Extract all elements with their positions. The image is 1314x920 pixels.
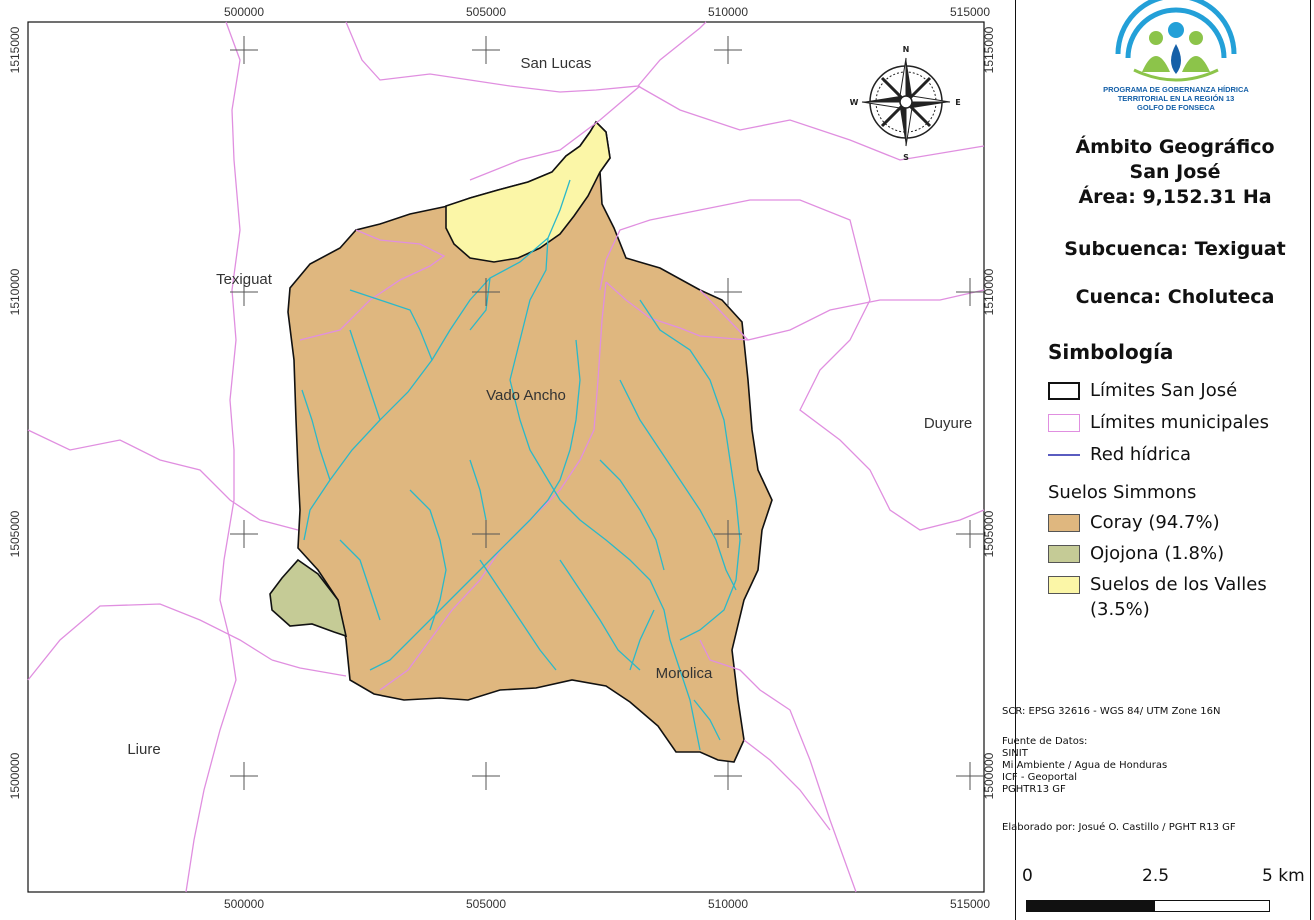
- place-label: San Lucas: [521, 55, 592, 72]
- suelos-title: Suelos Simmons: [1048, 482, 1197, 503]
- x-tick-bottom: 500000: [224, 897, 264, 911]
- area-label: Área: 9,152.31 Ha: [1078, 186, 1272, 208]
- compass-n: N: [903, 45, 910, 54]
- legend-item-valles: Suelos de los Valles: [1048, 574, 1267, 595]
- swatch-ojojona: [1048, 544, 1080, 563]
- scale-label-0: 0: [1022, 866, 1033, 886]
- y-tick-left: 1510000: [8, 268, 22, 315]
- logo-text: PROGRAMA DE GOBERNANZA HÍDRICA: [1103, 85, 1249, 94]
- legend-item-rivers: Red hídrica: [1048, 444, 1191, 465]
- legend-label: Ojojona (1.8%): [1090, 543, 1225, 564]
- scale-label-mid: 2.5: [1142, 866, 1170, 886]
- graticule-crosses: [230, 36, 984, 790]
- subcuenca-label: Subcuenca: Texiguat: [1064, 238, 1286, 260]
- logo-text: TERRITORIAL EN LA REGIÓN 13: [1118, 94, 1235, 103]
- fuente-item: ICF - Geoportal: [1002, 772, 1078, 783]
- x-tick-top: 505000: [466, 5, 506, 19]
- y-tick-right: 1505000: [982, 510, 996, 557]
- swatch-boundary: [1048, 381, 1080, 400]
- legend-item-ojojona: Ojojona (1.8%): [1048, 543, 1224, 564]
- legend-panel: PROGRAMA DE GOBERNANZA HÍDRICA TERRITORI…: [1002, 0, 1310, 919]
- author-text: Elaborado por: Josué O. Castillo / PGHT …: [1002, 822, 1236, 833]
- place-label: Duyure: [924, 415, 972, 432]
- y-tick-right: 1510000: [982, 268, 996, 315]
- y-tick-right: 1515000: [982, 26, 996, 73]
- scale-bar: [1026, 900, 1270, 912]
- y-tick-left: 1505000: [8, 510, 22, 557]
- x-tick-bottom: 505000: [466, 897, 506, 911]
- panel-border: [1015, 0, 1016, 920]
- cuenca-label: Cuenca: Choluteca: [1075, 286, 1275, 308]
- x-tick-bottom: 510000: [708, 897, 748, 911]
- map-subtitle: San José: [1129, 161, 1221, 183]
- swatch-river: [1048, 453, 1080, 456]
- x-tick-top: 515000: [950, 5, 990, 19]
- map-title: Ámbito Geográfico: [1075, 136, 1275, 158]
- x-tick-bottom: 515000: [950, 897, 990, 911]
- compass-w: W: [850, 98, 859, 107]
- fuente-item: Mi Ambiente / Agua de Honduras: [1002, 760, 1168, 771]
- place-label: Vado Ancho: [486, 387, 566, 404]
- program-logo-icon: PROGRAMA DE GOBERNANZA HÍDRICA TERRITORI…: [1103, 0, 1249, 112]
- swatch-municipal: [1048, 413, 1080, 432]
- x-tick-top: 500000: [224, 5, 264, 19]
- ojojona-soil-area: [269, 558, 348, 638]
- place-label: Liure: [127, 741, 160, 758]
- compass-s: S: [903, 153, 909, 162]
- legend-label: Red hídrica: [1090, 444, 1192, 465]
- place-label: Texiguat: [216, 271, 273, 288]
- legend-title: Simbología: [1048, 340, 1174, 364]
- legend-label: Límites municipales: [1090, 412, 1269, 433]
- fuente-item: PGHTR13 GF: [1002, 784, 1066, 795]
- valles-soil-area: [445, 120, 611, 263]
- coray-soil-area: [287, 120, 773, 763]
- crs-text: SCR: EPSG 32616 - WGS 84/ UTM Zone 16N: [1002, 706, 1221, 717]
- y-tick-right: 1500000: [982, 752, 996, 799]
- legend-label: Límites San José: [1090, 380, 1238, 401]
- swatch-valles: [1048, 575, 1080, 594]
- x-tick-top: 510000: [708, 5, 748, 19]
- legend-label: (3.5%): [1090, 599, 1150, 620]
- logo-text: GOLFO DE FONSECA: [1137, 103, 1216, 112]
- y-tick-left: 1515000: [8, 26, 22, 73]
- legend-label: Suelos de los Valles: [1090, 574, 1267, 595]
- fuente-item: SINIT: [1002, 748, 1028, 760]
- compass-rose-icon: N S E W: [850, 45, 961, 162]
- compass-e: E: [955, 98, 960, 107]
- legend-item-municipal: Límites municipales: [1048, 412, 1269, 433]
- fuente-title: Fuente de Datos:: [1002, 736, 1088, 747]
- legend-item-coray: Coray (94.7%): [1048, 512, 1220, 533]
- y-tick-left: 1500000: [8, 752, 22, 799]
- river-network: [301, 179, 741, 751]
- swatch-coray: [1048, 513, 1080, 532]
- legend-label: Coray (94.7%): [1090, 512, 1220, 533]
- panel-border: [1310, 0, 1311, 920]
- scale-bar-segment: [1027, 901, 1155, 911]
- legend-item-limits: Límites San José: [1048, 380, 1237, 401]
- place-label: Morolica: [656, 665, 713, 682]
- scale-label-max: 5 km: [1262, 866, 1305, 886]
